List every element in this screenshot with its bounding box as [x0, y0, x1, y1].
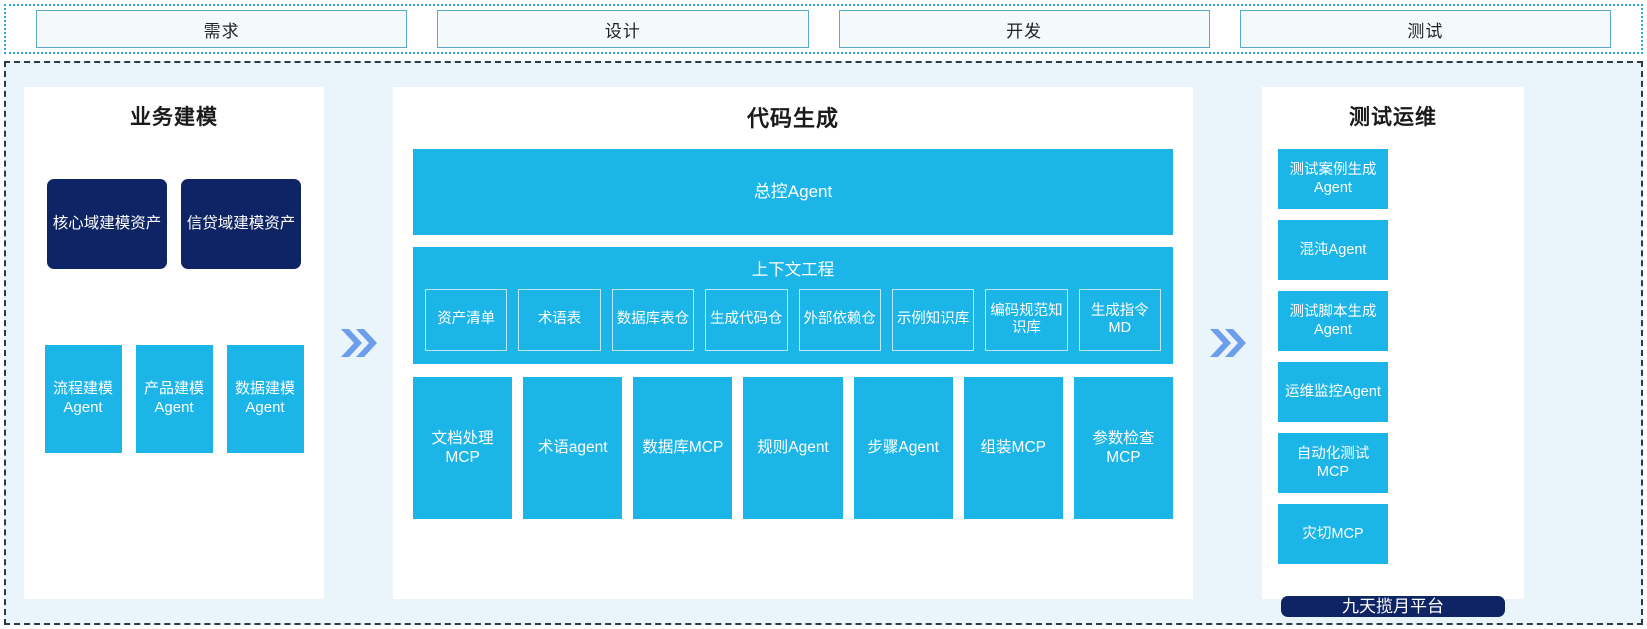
business-modeling-assets: 核心域建模资产 信贷域建模资产	[42, 179, 306, 269]
code-generation-tools: 文档处理MCP 术语agent 数据库MCP 规则Agent 步骤Agent 组…	[413, 377, 1173, 519]
jiutian-lanyue-platform[interactable]: 九天揽月平台	[1281, 596, 1505, 618]
phase-label: 开发	[1006, 21, 1043, 41]
ctx-item-generated-code-repo[interactable]: 生成代码仓	[705, 289, 788, 351]
panel-test-ops: 测试运维 测试案例生成Agent 混沌Agent 测试脚本生成Agent 运维监…	[1262, 87, 1524, 618]
tool-glossary-agent[interactable]: 术语agent	[523, 377, 623, 519]
architecture-container: 业务建模 核心域建模资产 信贷域建模资产 流程建模Agent 产品建模Agent…	[4, 61, 1643, 625]
automated-test-mcp[interactable]: 自动化测试MCP	[1278, 433, 1388, 493]
chevron-right-icon-left-to-center	[324, 87, 393, 599]
context-engineering-block: 上下文工程 资产清单 术语表 数据库表仓 生成代码仓 外部依赖仓 示例知识库 编…	[413, 247, 1173, 364]
master-control-agent[interactable]: 总控Agent	[413, 149, 1173, 235]
phase-label: 测试	[1407, 21, 1444, 41]
tool-assembly-mcp[interactable]: 组装MCP	[963, 377, 1063, 519]
phase-requirements[interactable]: 需求	[36, 10, 408, 48]
ops-monitoring-agent[interactable]: 运维监控Agent	[1278, 362, 1388, 422]
ctx-item-generation-instruction-md[interactable]: 生成指令MD	[1078, 289, 1161, 351]
disaster-switch-mcp[interactable]: 灾切MCP	[1278, 504, 1388, 564]
panel-title-code-generation: 代码生成	[746, 106, 839, 131]
ctx-item-external-dependency-repo[interactable]: 外部依赖仓	[798, 289, 881, 351]
phase-strip: 需求 设计 开发 测试	[4, 4, 1643, 54]
phase-testing[interactable]: 测试	[1239, 10, 1611, 48]
panel-business-modeling: 业务建模 核心域建模资产 信贷域建模资产 流程建模Agent 产品建模Agent…	[24, 87, 324, 599]
tool-database-mcp[interactable]: 数据库MCP	[633, 377, 733, 519]
business-modeling-agents: 流程建模Agent 产品建模Agent 数据建模Agent	[42, 345, 306, 453]
agent-process-modeling[interactable]: 流程建模Agent	[44, 345, 122, 453]
ctx-item-db-table-repo[interactable]: 数据库表仓	[611, 289, 695, 351]
asset-core-domain[interactable]: 核心域建模资产	[47, 179, 167, 269]
test-ops-items: 测试案例生成Agent 混沌Agent 测试脚本生成Agent 运维监控Agen…	[1278, 149, 1508, 564]
panel-code-generation: 代码生成 总控Agent 上下文工程 资产清单 术语表 数据库表仓 生成代码仓 …	[393, 87, 1193, 599]
chevron-right-icon-center-to-right	[1193, 87, 1262, 599]
ctx-item-example-knowledge-base[interactable]: 示例知识库	[891, 289, 975, 351]
panel-title-business-modeling: 业务建模	[130, 106, 218, 129]
phase-design[interactable]: 设计	[437, 10, 809, 48]
tool-document-processing-mcp[interactable]: 文档处理MCP	[413, 377, 513, 519]
phase-label: 设计	[604, 21, 641, 41]
ctx-item-asset-inventory[interactable]: 资产清单	[425, 289, 508, 351]
tool-rule-agent[interactable]: 规则Agent	[743, 377, 843, 519]
panel-title-test-ops: 测试运维	[1349, 106, 1437, 129]
test-script-generation-agent[interactable]: 测试脚本生成Agent	[1278, 291, 1388, 351]
agent-data-modeling[interactable]: 数据建模Agent	[226, 345, 304, 453]
asset-credit-domain[interactable]: 信贷域建模资产	[181, 179, 301, 269]
chaos-agent[interactable]: 混沌Agent	[1278, 220, 1388, 280]
tool-parameter-check-mcp[interactable]: 参数检查MCP	[1073, 377, 1173, 519]
testcase-generation-agent[interactable]: 测试案例生成Agent	[1278, 149, 1388, 209]
phase-development[interactable]: 开发	[838, 10, 1210, 48]
context-engineering-title: 上下文工程	[751, 261, 835, 279]
tool-step-agent[interactable]: 步骤Agent	[853, 377, 953, 519]
context-engineering-items: 资产清单 术语表 数据库表仓 生成代码仓 外部依赖仓 示例知识库 编码规范知识库…	[425, 289, 1161, 351]
ctx-item-glossary[interactable]: 术语表	[518, 289, 601, 351]
agent-product-modeling[interactable]: 产品建模Agent	[135, 345, 213, 453]
phase-label: 需求	[203, 21, 240, 41]
ctx-item-coding-standard-knowledge-base[interactable]: 编码规范知识库	[985, 289, 1068, 351]
